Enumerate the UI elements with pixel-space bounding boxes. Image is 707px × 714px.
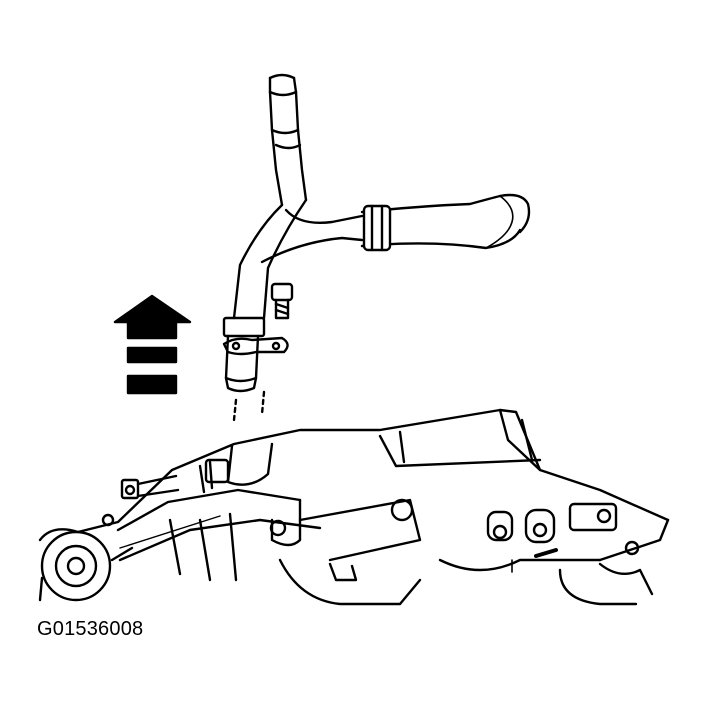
pipe-icon (222, 73, 364, 422)
bolt-icon (222, 282, 294, 356)
up-arrow-icon (113, 294, 192, 395)
figure-id-label: G01536008 (37, 618, 144, 640)
hose-clamp-icon (362, 204, 392, 252)
engine-block-icon (38, 408, 670, 606)
hose-icon (360, 193, 531, 250)
